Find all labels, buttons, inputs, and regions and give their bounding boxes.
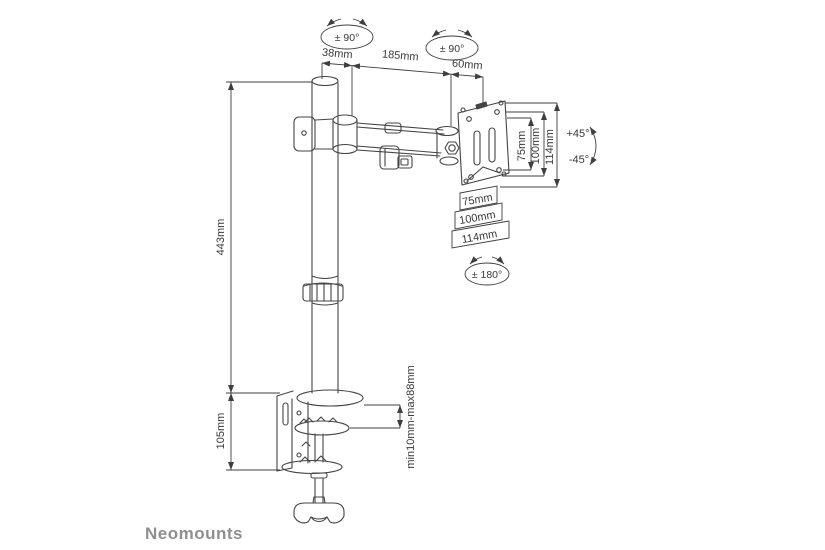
arm: [356, 122, 445, 170]
brand-logo-text: Neomounts: [145, 524, 243, 543]
label-vesa-v-75mm: 75mm: [516, 131, 528, 162]
cable-clip: [379, 145, 413, 170]
label-plate-rotation: ± 180°: [472, 269, 502, 281]
label-dim-clamp-range: min10mm-max88mm: [405, 365, 417, 468]
label-dim-105mm: 105mm: [215, 413, 227, 450]
clamp-screw: [293, 472, 345, 524]
dim-left: [226, 81, 312, 471]
label-dim-60mm: 60mm: [452, 58, 483, 73]
clamp-pad: [294, 416, 350, 463]
label-dim-185mm: 185mm: [381, 48, 419, 63]
clamp-slot: [282, 402, 289, 426]
vesa-slot-right: [488, 127, 496, 163]
rotation-indicators: [320, 18, 597, 286]
label-vesa-v-114mm: 114mm: [544, 129, 556, 165]
dim-vesa-horizontal: [451, 185, 510, 249]
label-dim-38mm: 38mm: [322, 47, 353, 62]
vesa-slot-left: [473, 130, 481, 166]
arm-pole-joint: [293, 114, 358, 155]
pole-collar: [302, 282, 344, 306]
rotation-oval-plate: [464, 262, 510, 286]
label-tilt-up: +45°: [566, 128, 589, 140]
label-vesa-v-100mm: 100mm: [530, 128, 542, 165]
clamp-top-plate: [296, 389, 364, 407]
desk-clamp: [276, 389, 364, 524]
label-tilt-down: -45°: [569, 154, 589, 166]
hex-bolt-icon: [444, 141, 460, 155]
dim-clamp-range: [350, 404, 403, 429]
label-dim-443mm: 443mm: [215, 219, 227, 256]
arm-top-clip: [384, 122, 402, 134]
clamp-lower-arm: [281, 455, 343, 475]
label-vesa-rotation: ± 90°: [440, 43, 465, 55]
tilt-arrow: [589, 126, 597, 166]
dim-top: [321, 60, 484, 126]
clamp-knob: [293, 502, 345, 524]
vesa-plate: [457, 100, 510, 186]
vesa-tilt-joint: [435, 125, 460, 166]
plate-latch: [475, 101, 488, 110]
rotation-oval-pole: [320, 24, 374, 50]
label-vesa-h-75mm: 75mm: [461, 191, 493, 208]
label-pole-rotation: ± 90°: [335, 32, 360, 44]
dim-vesa-vertical: [500, 102, 560, 188]
pole: [302, 75, 344, 394]
rotation-oval-vesa: [425, 35, 479, 61]
